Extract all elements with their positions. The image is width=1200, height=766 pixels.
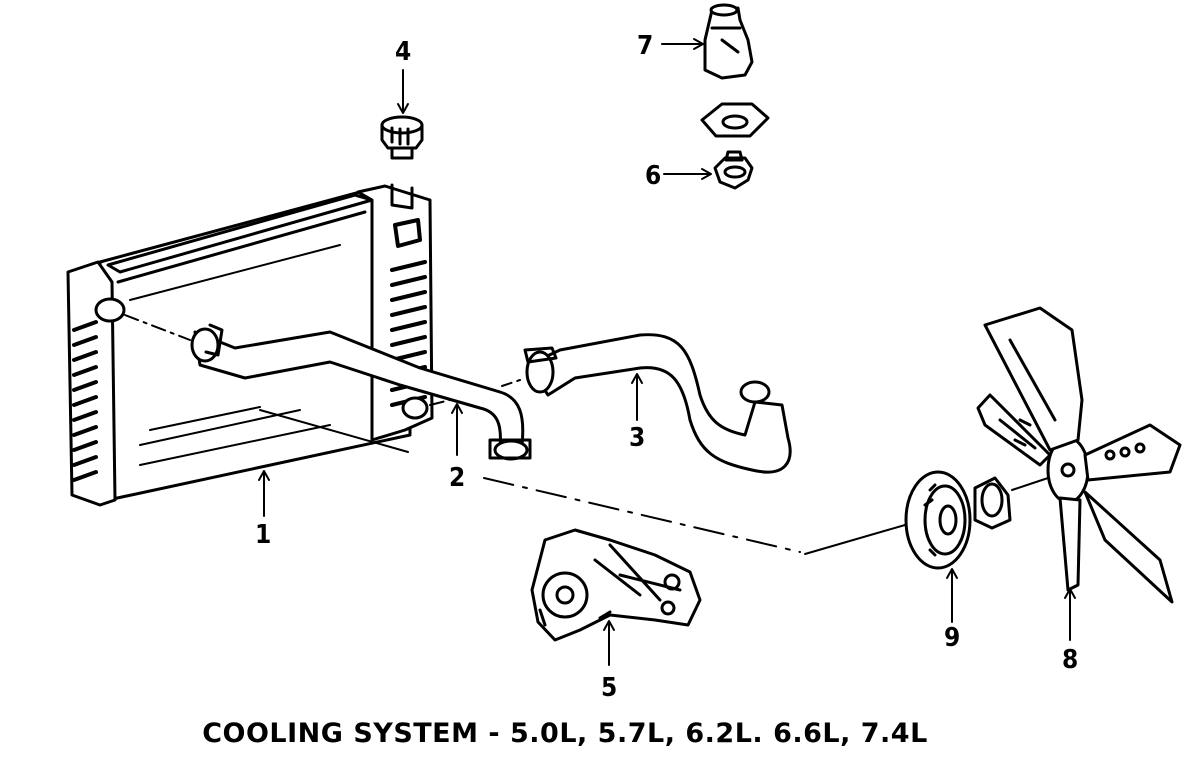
callout-5: 5	[601, 673, 617, 703]
callout-7: 7	[637, 31, 653, 61]
lower-radiator-hose-part	[523, 333, 792, 474]
thermostat-part	[713, 150, 754, 190]
callout-6: 6	[645, 161, 661, 191]
callout-1: 1	[255, 520, 271, 550]
callout-3: 3	[629, 423, 645, 453]
callout-4: 4	[395, 37, 411, 67]
thermostat-gasket-part	[700, 102, 770, 138]
fan-blade-part	[976, 306, 1182, 604]
callout-9: 9	[944, 623, 960, 653]
water-pump-part	[530, 528, 702, 642]
radiator-cap-part	[380, 115, 424, 160]
diagram-caption: COOLING SYSTEM - 5.0L, 5.7L, 6.2L. 6.6L,…	[202, 718, 928, 749]
thermostat-housing-part	[703, 3, 754, 80]
callout-8: 8	[1062, 645, 1078, 675]
fan-clutch-part	[904, 470, 1012, 570]
callout-2: 2	[449, 463, 465, 493]
upper-radiator-hose-part	[190, 323, 532, 461]
